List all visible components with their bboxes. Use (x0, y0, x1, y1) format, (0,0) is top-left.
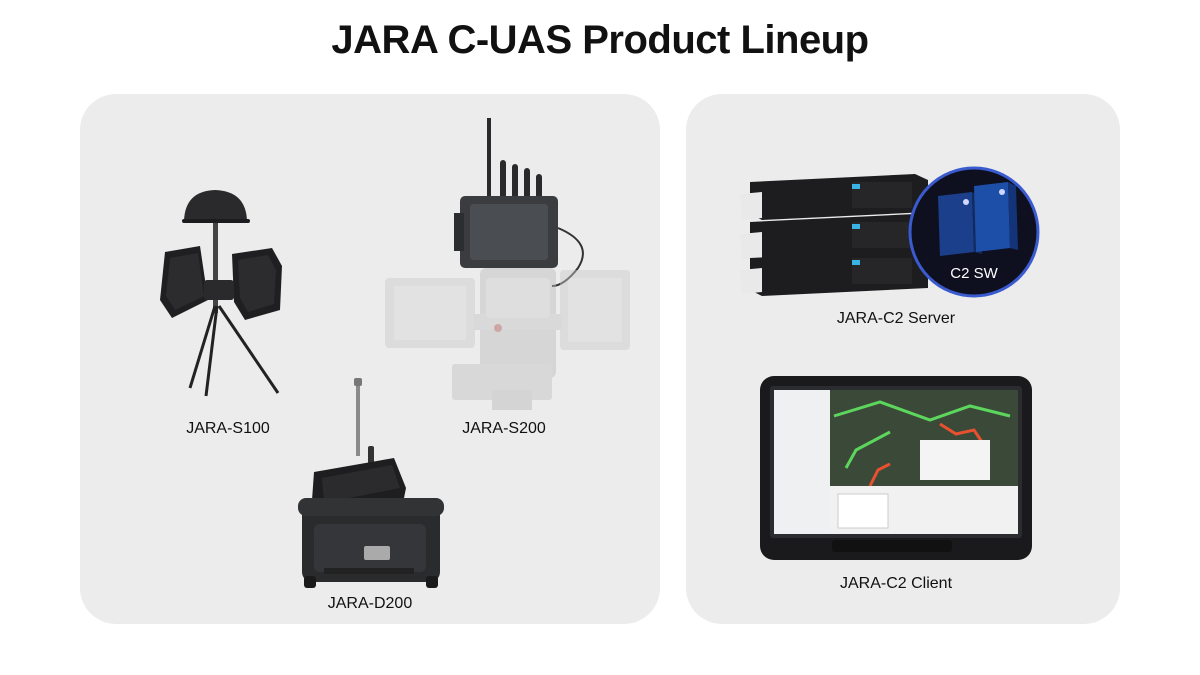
jara-s100-image (160, 188, 295, 398)
c2-software-badge: C2 SW (908, 166, 1040, 298)
jara-s100-label: JARA-S100 (186, 420, 270, 437)
jara-d200-image (294, 378, 454, 593)
page-title: JARA C-UAS Product Lineup (331, 18, 869, 62)
jara-c2-client-image (760, 376, 1032, 560)
jara-s200-label: JARA-S200 (462, 420, 546, 437)
jara-s200-image (382, 118, 632, 413)
jara-c2-client-label: JARA-C2 Client (839, 575, 953, 592)
jara-c2-server-image (740, 170, 930, 296)
jara-d200-label: JARA-D200 (327, 595, 413, 612)
jara-c2-server-label: JARA-C2 Server (836, 310, 956, 327)
c2-software-badge-label: C2 SW (950, 265, 998, 282)
software-box-icon (938, 182, 1018, 256)
